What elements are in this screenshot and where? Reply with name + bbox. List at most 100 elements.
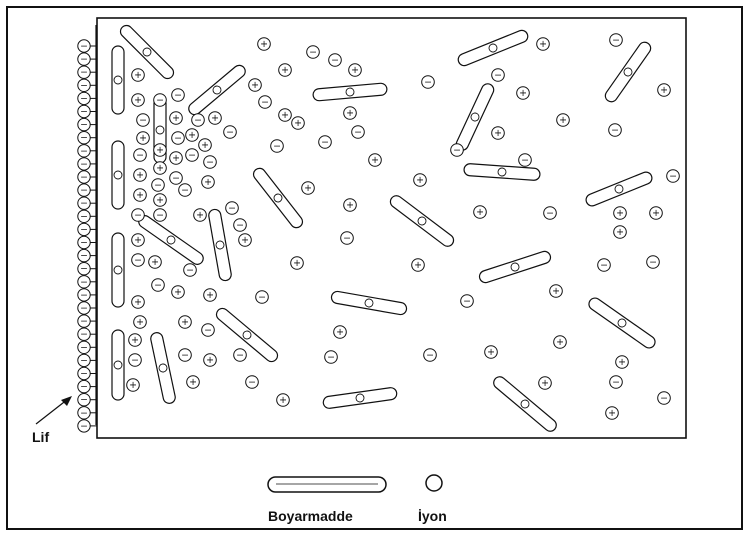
positive-ion: + (277, 394, 290, 407)
positive-ion: + (349, 64, 362, 77)
fiber-negative-site: − (78, 171, 97, 183)
negative-ion: − (234, 349, 247, 362)
svg-text:−: − (134, 210, 142, 221)
negative-ion: − (179, 184, 192, 197)
svg-text:−: − (80, 106, 88, 117)
svg-text:+: + (414, 260, 422, 271)
positive-ion: + (492, 127, 505, 140)
svg-text:−: − (80, 159, 88, 170)
fiber-negative-site: − (78, 328, 97, 340)
fiber-negative-site: − (78, 184, 97, 196)
negative-ion: − (667, 170, 680, 183)
svg-text:−: − (494, 70, 502, 81)
svg-text:+: + (241, 235, 249, 246)
fiber-negative-site: − (78, 263, 97, 275)
svg-text:−: − (80, 93, 88, 104)
svg-text:−: − (248, 377, 256, 388)
svg-text:+: + (279, 395, 287, 406)
bath-border (97, 18, 686, 438)
svg-text:−: − (600, 260, 608, 271)
svg-text:−: − (181, 350, 189, 361)
svg-text:−: − (206, 157, 214, 168)
svg-text:−: − (80, 146, 88, 157)
svg-text:−: − (521, 155, 529, 166)
svg-text:−: − (188, 150, 196, 161)
svg-text:−: − (258, 292, 266, 303)
svg-text:−: − (228, 203, 236, 214)
fiber-negative-site: − (78, 341, 97, 353)
svg-text:−: − (612, 35, 620, 46)
svg-text:+: + (188, 130, 196, 141)
dye-molecule (456, 29, 529, 68)
fiber-negative-site: − (78, 66, 97, 78)
svg-text:+: + (131, 335, 139, 346)
positive-ion: + (134, 316, 147, 329)
dye-molecule (313, 83, 388, 101)
svg-text:+: + (487, 347, 495, 358)
svg-text:+: + (293, 258, 301, 269)
fiber-surface: −−−−−−−−−−−−−−−−−−−−−−−−−−−−−− (78, 25, 97, 432)
svg-text:−: − (131, 355, 139, 366)
negative-ion: − (154, 209, 167, 222)
svg-text:−: − (669, 171, 677, 182)
dye-molecule (603, 40, 653, 104)
negative-ion: − (152, 279, 165, 292)
svg-text:−: − (172, 173, 180, 184)
positive-ion: + (132, 94, 145, 107)
svg-text:−: − (80, 408, 88, 419)
positive-ion: + (537, 38, 550, 51)
negative-ion: − (137, 114, 150, 127)
dye-molecules (112, 23, 657, 434)
positive-ion: + (302, 182, 315, 195)
positive-ion: + (170, 152, 183, 165)
svg-text:−: − (80, 120, 88, 131)
svg-text:−: − (80, 303, 88, 314)
svg-text:−: − (154, 280, 162, 291)
negative-ion: − (186, 149, 199, 162)
negative-ion: − (271, 140, 284, 153)
svg-text:−: − (186, 265, 194, 276)
svg-text:+: + (172, 113, 180, 124)
svg-text:+: + (134, 297, 142, 308)
svg-text:−: − (273, 141, 281, 152)
negative-ion: − (307, 46, 320, 59)
positive-ion: + (194, 209, 207, 222)
positive-ion: + (134, 189, 147, 202)
svg-text:−: − (80, 41, 88, 52)
svg-text:−: − (611, 125, 619, 136)
positive-ion: + (557, 114, 570, 127)
svg-text:−: − (80, 421, 88, 432)
svg-text:+: + (172, 153, 180, 164)
positive-ion: + (209, 112, 222, 125)
negative-ion: − (610, 34, 623, 47)
svg-text:+: + (346, 108, 354, 119)
svg-text:+: + (556, 337, 564, 348)
svg-text:+: + (351, 65, 359, 76)
dye-molecule (214, 306, 280, 364)
svg-text:+: + (336, 327, 344, 338)
negative-ion: − (184, 264, 197, 277)
svg-text:−: − (80, 329, 88, 340)
svg-text:+: + (608, 408, 616, 419)
svg-text:+: + (189, 377, 197, 388)
svg-text:−: − (181, 185, 189, 196)
fiber-negative-site: − (78, 132, 97, 144)
positive-ion: + (554, 336, 567, 349)
negative-ion: − (234, 219, 247, 232)
positive-ion: + (650, 207, 663, 220)
svg-text:−: − (80, 368, 88, 379)
dye-molecule (136, 213, 205, 266)
negative-ion: − (319, 136, 332, 149)
fiber-negative-site: − (78, 197, 97, 209)
svg-text:+: + (281, 65, 289, 76)
fiber-negative-site: − (78, 53, 97, 65)
svg-text:+: + (371, 155, 379, 166)
svg-text:+: + (652, 208, 660, 219)
fiber-negative-site: − (78, 210, 97, 222)
svg-text:−: − (80, 382, 88, 393)
positive-ion: + (344, 199, 357, 212)
positive-ion: + (204, 354, 217, 367)
svg-text:+: + (134, 235, 142, 246)
fiber-negative-site: − (78, 79, 97, 91)
